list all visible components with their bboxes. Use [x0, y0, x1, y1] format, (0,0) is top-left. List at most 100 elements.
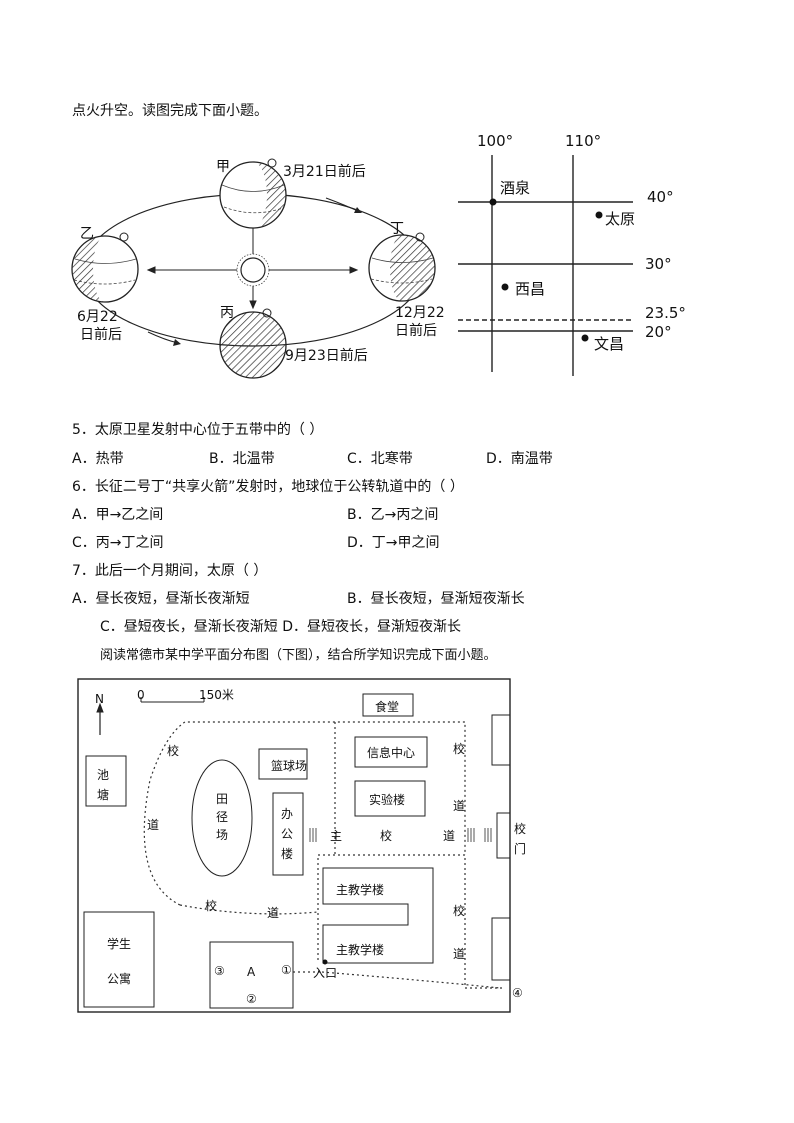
scale-150: 150米: [199, 688, 234, 702]
label-sep23: 9月23日前后: [285, 348, 368, 364]
scale-zero: 0: [137, 688, 145, 702]
road-label-dao-2: 道: [267, 906, 280, 920]
label-jiuquan: 酒泉: [500, 179, 531, 197]
sun-arrows: [146, 216, 359, 310]
road-label-xiao-4: 校: [453, 742, 466, 756]
label-dec22-b: 日前后: [395, 323, 437, 339]
lab-box: [354, 780, 426, 817]
rotation-icons: [119, 158, 425, 318]
label-jia: 甲: [216, 159, 230, 175]
q5-option-d[interactable]: D．南温带: [486, 451, 553, 467]
track-label-c: 场: [216, 828, 229, 842]
pond-label-a: 池: [97, 768, 110, 782]
earth-yi: [71, 235, 139, 303]
label-lat20: 20°: [645, 323, 672, 341]
map-frame: [77, 678, 511, 1013]
office-box: [272, 792, 304, 876]
earth-ding: [368, 234, 436, 302]
gate-box: [496, 812, 511, 859]
q5-option-a[interactable]: A．热带: [72, 451, 124, 467]
xichang-dot: [501, 283, 509, 291]
q6-option-c[interactable]: C．丙→丁之间: [72, 535, 164, 551]
gate-block-bottom: [491, 917, 511, 981]
info-label: 信息中心: [367, 746, 416, 760]
teaching-building: [322, 867, 434, 964]
dorm-label-b: 公寓: [107, 972, 132, 986]
teach-label-1: 主教学楼: [336, 883, 385, 897]
earth-jia: [219, 161, 287, 229]
q7-option-cd[interactable]: C．昼短夜长，昼渐长夜渐短 D．昼短夜长，昼渐短夜渐长: [100, 619, 462, 635]
track-oval: [191, 759, 253, 877]
gate-label-a: 校: [514, 822, 527, 836]
teach-label-2: 主教学楼: [336, 943, 385, 957]
label-lat235: 23.5°: [645, 304, 686, 322]
label-xichang: 西昌: [515, 280, 546, 298]
intro-text: 点火升空。读图完成下面小题。: [72, 103, 268, 119]
dorm-box: [83, 911, 155, 1008]
lat-lon-grid: [458, 155, 633, 376]
entrance-label: 入口: [313, 966, 338, 980]
road-label-dao-1: 道: [147, 818, 160, 832]
gate-label-b: 门: [514, 842, 527, 856]
school-roads: [143, 721, 505, 989]
road-label-xiao-3: 校: [380, 829, 393, 843]
canteen-label: 食堂: [375, 700, 400, 714]
q5-option-b[interactable]: B．北温带: [209, 451, 275, 467]
label-ding: 丁: [390, 221, 404, 237]
gate-block-top: [491, 714, 511, 766]
point-1-label: ①: [281, 963, 292, 977]
label-taiyuan: 太原: [605, 210, 636, 228]
north-arrow-icon: [96, 702, 104, 735]
label-lat40: 40°: [647, 188, 674, 206]
road-label-xiao-5: 校: [453, 904, 466, 918]
orbit-arrow-top: [325, 197, 361, 213]
label-wenchang: 文昌: [594, 335, 625, 353]
q7-option-a[interactable]: A．昼长夜短，昼渐长夜渐短: [72, 591, 250, 607]
basketball-label: 篮球场: [271, 759, 308, 773]
road-label-xiao-2: 校: [205, 899, 218, 913]
label-lon100: 100°: [477, 132, 514, 150]
sun-icon: [236, 253, 270, 287]
north-label: N: [95, 692, 104, 706]
q7-option-b[interactable]: B．昼长夜短，昼渐短夜渐长: [347, 591, 525, 607]
label-jun22-a: 6月22: [77, 309, 118, 325]
label-bing: 丙: [220, 305, 234, 321]
intro2-text: 阅读常德市某中学平面分布图（下图），结合所学知识完成下面小题。: [100, 648, 497, 663]
label-lon110: 110°: [565, 132, 602, 150]
q6-stem: 6．长征二号丁“共享火箭”发射时，地球位于公转轨道中的（ ）: [72, 479, 464, 495]
jiuquan-dot: [489, 198, 497, 206]
q6-option-d[interactable]: D．丁→甲之间: [347, 535, 440, 551]
label-dec22-a: 12月22: [395, 305, 445, 321]
road-label-xiao-1: 校: [167, 744, 180, 758]
gate-stripes: [309, 828, 492, 842]
q6-option-b[interactable]: B．乙→丙之间: [347, 507, 439, 523]
point-4-label: ④: [512, 986, 523, 1000]
basketball-box: [258, 748, 308, 780]
office-label-b: 公: [281, 827, 294, 841]
a-box: [209, 941, 294, 1009]
lab-label: 实验楼: [369, 793, 406, 807]
canteen-box: [362, 693, 414, 717]
road-label-zhu: 主: [330, 829, 343, 843]
info-box: [354, 736, 428, 768]
label-yi: 乙: [80, 226, 94, 242]
earth-bing: [219, 311, 287, 379]
pond-box: [85, 755, 127, 807]
entrance-dot: [322, 959, 328, 965]
point-3-label: ③: [214, 964, 225, 978]
track-label-a: 田: [216, 792, 229, 806]
pond-label-b: 塘: [97, 788, 110, 802]
label-mar21: 3月21日前后: [283, 164, 366, 180]
track-label-b: 径: [216, 810, 229, 824]
q6-option-a[interactable]: A．甲→乙之间: [72, 507, 164, 523]
taiyuan-dot: [595, 211, 603, 219]
road-label-dao-5: 道: [453, 947, 466, 961]
q5-option-c[interactable]: C．北寒带: [347, 451, 413, 467]
label-lat30: 30°: [645, 255, 672, 273]
point-2-label: ②: [246, 992, 257, 1006]
label-jun22-b: 日前后: [80, 327, 122, 343]
scale-bar: [140, 697, 205, 703]
q5-stem: 5．太原卫星发射中心位于五带中的（ ）: [72, 422, 324, 438]
office-label-c: 楼: [281, 847, 294, 861]
